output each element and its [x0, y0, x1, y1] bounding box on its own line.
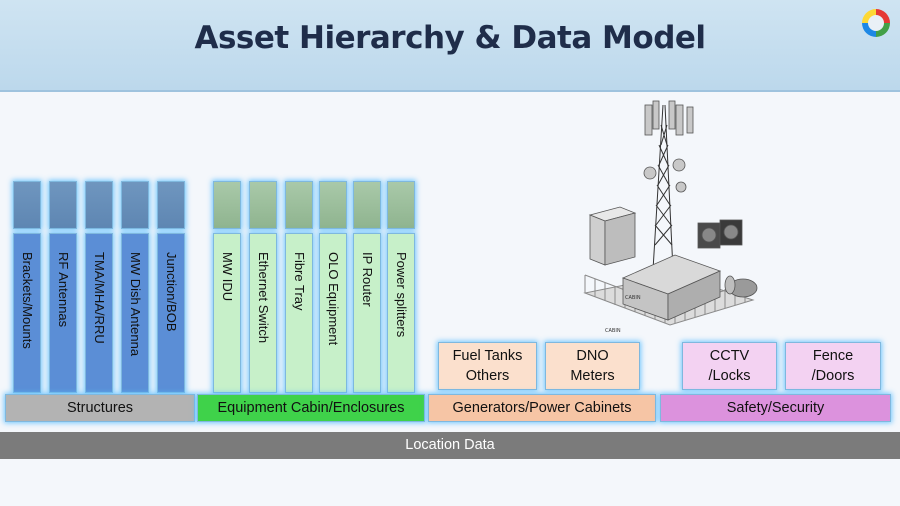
generators-item: Fuel Tanks Others — [438, 342, 537, 390]
structures-item-label: TMA/MHA/RRU — [92, 252, 107, 344]
equipment-item: Ethernet Switch — [249, 233, 277, 393]
equipment-column-header — [213, 181, 241, 229]
structures-item: TMA/MHA/RRU — [85, 233, 113, 393]
structures-column-header — [121, 181, 149, 229]
structures-column-header — [13, 181, 41, 229]
fuel-tank — [724, 275, 758, 298]
equipment-item: OLO Equipment — [319, 233, 347, 393]
equipment-column-header — [387, 181, 415, 229]
safety-item-line1: Fence — [812, 348, 854, 364]
structures-item-label: Brackets/Mounts — [20, 252, 35, 349]
structures-item: Junction/BOB — [157, 233, 185, 393]
equipment-column-header — [353, 181, 381, 229]
structures-item: RF Antennas — [49, 233, 77, 393]
structures-item-label: Junction/BOB — [164, 252, 179, 332]
safety-item-line2: /Locks — [708, 368, 751, 384]
equipment-item-label: OLO Equipment — [326, 252, 341, 346]
equipment-cabinet — [588, 206, 637, 266]
safety-item-line1: CCTV — [709, 348, 750, 364]
ac-units — [697, 219, 743, 249]
structures-item-label: RF Antennas — [56, 252, 71, 328]
cabin-label: CABIN — [625, 295, 641, 301]
structures-item-label: MW Dish Antenna — [128, 252, 143, 357]
generators-item: DNO Meters — [545, 342, 640, 390]
location-data-bar: Location Data — [0, 432, 900, 459]
safety-item-line2: /Doors — [811, 368, 855, 384]
equipment-item: MW IDU — [213, 233, 241, 393]
equipment-item-label: Ethernet Switch — [256, 252, 271, 344]
category-safety: Safety/Security — [660, 394, 891, 422]
equipment-item: Fibre Tray — [285, 233, 313, 393]
category-equipment: Equipment Cabin/Enclosures — [197, 394, 425, 422]
structures-column-header — [157, 181, 185, 229]
generators-item-line2: Others — [465, 368, 510, 384]
telecom-site-illustration: CABIN CABIN — [583, 100, 758, 334]
structures-item: MW Dish Antenna — [121, 233, 149, 393]
equipment-item-label: MW IDU — [220, 252, 235, 302]
equipment-item-label: IP Router — [360, 252, 375, 307]
category-structures: Structures — [5, 394, 195, 422]
equipment-column-header — [285, 181, 313, 229]
equipment-item-label: Power splitters — [394, 252, 409, 338]
main-cabin — [621, 254, 722, 321]
generators-item-line1: DNO — [576, 348, 609, 364]
structures-column-header — [49, 181, 77, 229]
safety-item: CCTV /Locks — [682, 342, 777, 390]
header-band: Asset Hierarchy & Data Model — [0, 0, 900, 92]
company-logo-icon — [862, 9, 890, 37]
page-title: Asset Hierarchy & Data Model — [194, 20, 706, 56]
generators-item-line2: Meters — [570, 368, 615, 384]
equipment-column-header — [319, 181, 347, 229]
equipment-item: IP Router — [353, 233, 381, 393]
lattice-tower — [652, 104, 674, 271]
equipment-item-label: Fibre Tray — [292, 252, 307, 311]
generators-item-line1: Fuel Tanks — [452, 348, 523, 364]
equipment-item: Power splitters — [387, 233, 415, 393]
safety-item: Fence /Doors — [785, 342, 881, 390]
category-generators: Generators/Power Cabinets — [428, 394, 656, 422]
cabin-label-2: CABIN — [605, 328, 621, 334]
structures-column-header — [85, 181, 113, 229]
equipment-column-header — [249, 181, 277, 229]
structures-item: Brackets/Mounts — [13, 233, 41, 393]
antenna-panels — [643, 100, 694, 193]
